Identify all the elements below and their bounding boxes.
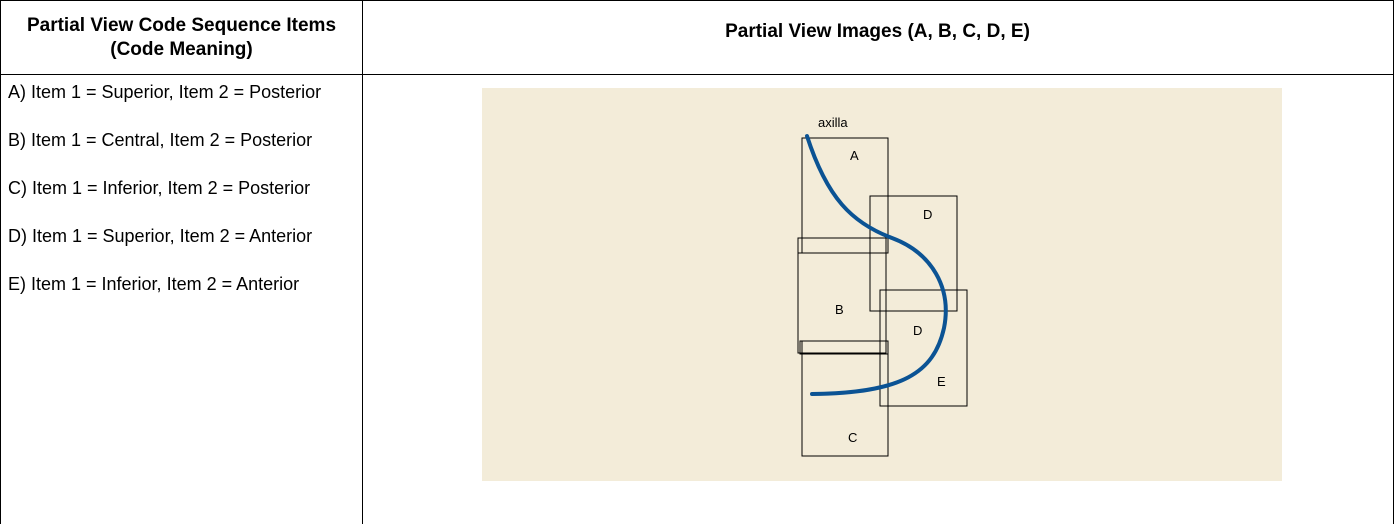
label-d-upper: D [923, 207, 932, 222]
list-item-c: C) Item 1 = Inferior, Item 2 = Posterior [8, 178, 311, 198]
view-box-d-upper [869, 195, 958, 312]
header-code-sequence-text: Partial View Code Sequence Items (Code M… [26, 14, 337, 60]
overlap-strip-ab [797, 237, 889, 254]
partial-view-diagram: axilla A D B D E C [482, 88, 1282, 481]
overlap-strip-bc [799, 340, 889, 355]
list-item-e: E) Item 1 = Inferior, Item 2 = Anterior [8, 274, 300, 294]
view-box-d-e-lower [879, 289, 968, 407]
partial-view-svg: axilla A D B D E C [797, 115, 968, 457]
header-code-sequence: Partial View Code Sequence Items (Code M… [0, 0, 363, 75]
label-b: B [835, 302, 844, 317]
code-sequence-list: A) Item 1 = Superior, Item 2 = Posterior… [0, 74, 363, 524]
label-e: E [937, 374, 946, 389]
header-partial-view-images: Partial View Images (A, B, C, D, E) [362, 0, 1394, 75]
view-box-c [801, 340, 889, 457]
label-d-lower: D [913, 323, 922, 338]
breast-contour-curve [805, 134, 948, 396]
view-box-b [797, 237, 887, 354]
label-axilla: axilla [818, 115, 848, 130]
label-c: C [848, 430, 857, 445]
list-item-a: A) Item 1 = Superior, Item 2 = Posterior [8, 82, 322, 102]
list-item-d: D) Item 1 = Superior, Item 2 = Anterior [8, 226, 313, 246]
header-partial-view-images-text: Partial View Images (A, B, C, D, E) [725, 21, 1030, 42]
label-a: A [850, 148, 859, 163]
list-item-b: B) Item 1 = Central, Item 2 = Posterior [8, 130, 313, 150]
